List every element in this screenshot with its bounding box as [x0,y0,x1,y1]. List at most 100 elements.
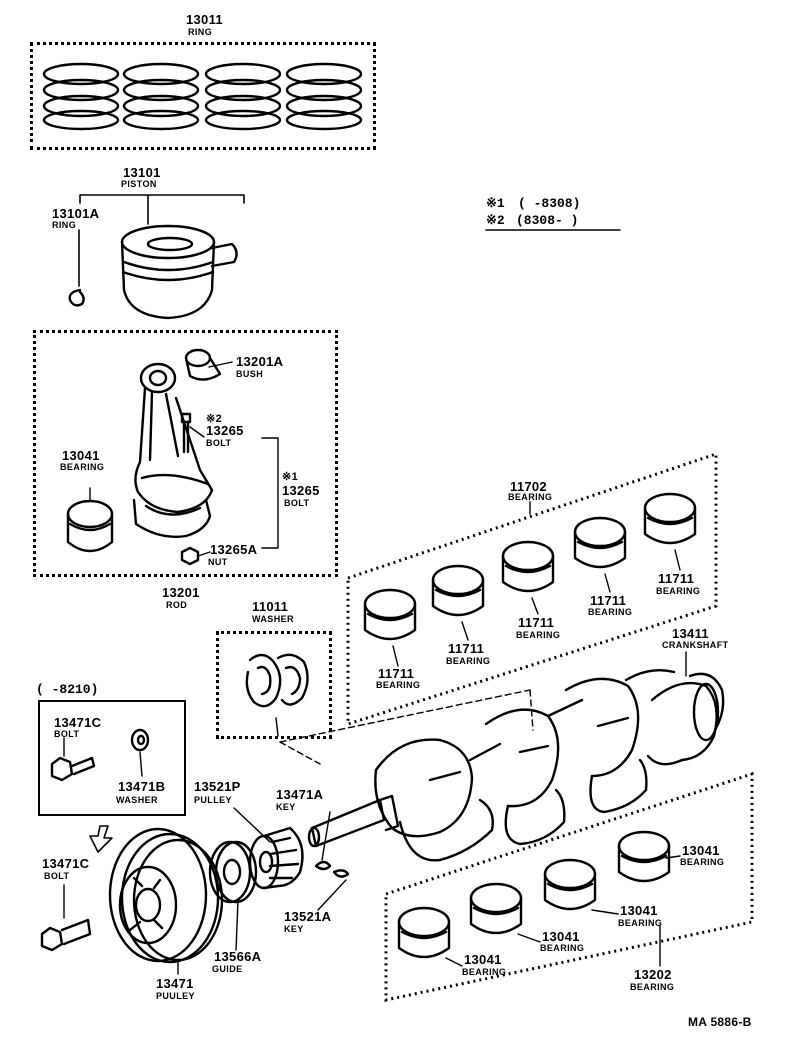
lower-bearing-1-number: 13041 [464,952,502,967]
main-bearing-1-number: 11711 [378,666,415,681]
timing-pulley-name: PULLEY [194,795,232,805]
piston-ring-number: 13101A [52,206,100,221]
piston-number: 13101 [123,165,161,180]
arrow-icon [89,825,113,853]
lower-bearing-group-name: BEARING [630,982,675,992]
washer-group-box [216,631,332,739]
main-bearing-2-name: BEARING [446,656,491,666]
rod-bearing-number: 13041 [62,448,100,463]
main-bearing-group-box [346,451,718,727]
bolt-mark1-name: BOLT [284,498,310,508]
early-kit-box [38,700,186,816]
lower-bearing-group-box [384,771,754,1002]
key-a-icon [314,860,332,871]
timing-pulley-number: 13521P [194,779,241,794]
bolt-mark1-number: 13265 [282,483,320,498]
crank-pulley-number: 13471 [156,976,194,991]
kit-washer-number: 13471B [118,779,166,794]
rod-nut-icon [180,546,200,566]
key-a-number: 13471A [276,787,324,802]
key-b-number: 13521A [284,909,332,924]
bolt-mark1: ※1 [282,471,299,483]
nut-number: 13265A [210,542,258,557]
kit-bolt-name: BOLT [54,729,80,739]
main-bearing-3-name: BEARING [516,630,561,640]
crank-pulley-name: PUULEY [156,991,195,1001]
kit-washer-name: WASHER [116,795,158,805]
note-mark1: ※1 [486,196,505,211]
main-bearing-4-number: 11711 [590,593,627,608]
bush-icon [184,348,222,381]
early-kit-range: ( -8210) [36,682,99,697]
lower-bearing-3-name: BEARING [618,918,663,928]
rod-number: 13201 [162,585,200,600]
lower-bearing-4-number: 13041 [682,843,720,858]
lower-bearing-1-name: BEARING [462,967,507,977]
bush-name: BUSH [236,369,264,379]
main-bearing-4-icon [573,516,627,569]
kit-washer-icon [130,728,150,752]
lower-bearing-3-icon [543,858,597,911]
washer-group-number: 11011 [252,599,289,614]
timing-pulley-icon [248,826,304,890]
lower-bearing-2-name: BEARING [540,943,585,953]
pulley-bolt-number: 13471C [42,856,90,871]
main-bearing-4-name: BEARING [588,607,633,617]
main-bearing-group-number: 11702 [510,479,547,494]
piston-ring-name: RING [52,220,77,230]
lower-bearing-group-number: 13202 [634,967,672,982]
piston-ring-set-3-icon [204,62,282,131]
kit-bolt-icon [50,756,96,782]
guide-number: 13566A [214,949,262,964]
main-bearing-5-icon [643,492,697,545]
diagram-id: MA 5886-B [688,1015,752,1029]
main-bearing-group-name: BEARING [508,492,553,502]
main-bearing-5-number: 11711 [658,571,695,586]
rod-bearing-icon [66,499,114,553]
key-b-icon [332,869,350,878]
piston-name: PISTON [121,179,157,189]
piston-icon [120,224,238,320]
note-mark2: ※2 [486,213,505,228]
key-b-name: KEY [284,924,304,934]
rod-bolt-icon [180,412,192,454]
washer-group-name: WASHER [252,614,294,624]
lower-bearing-4-icon [617,830,671,883]
bolt-mark2: ※2 [206,413,223,425]
lower-bearing-3-number: 13041 [620,903,658,918]
snap-ring-icon [68,288,85,307]
note-mark2-range: (8308- ) [516,213,579,228]
main-bearing-3-number: 11711 [518,615,555,630]
bolt-mark2-name: BOLT [206,438,232,448]
crankshaft-icon [307,669,725,862]
ring-group-name: RING [188,27,213,37]
rod-group-box [33,330,338,577]
lower-bearing-1-icon [397,906,451,959]
bolt-mark2-number: 13265 [206,423,244,438]
crankshaft-name: CRANKSHAFT [662,640,729,650]
note-mark1-range: ( -8308) [518,196,581,211]
main-bearing-1-icon [363,588,417,641]
kit-bolt-number: 13471C [54,715,102,730]
piston-ring-set-1-icon [42,62,120,131]
pulley-bolt-icon [40,918,92,952]
thrust-washer-icon [245,653,309,708]
main-bearing-1-name: BEARING [376,680,421,690]
crankshaft-number: 13411 [672,626,709,641]
lower-bearing-2-number: 13041 [542,929,580,944]
main-bearing-2-number: 11711 [448,641,485,656]
lower-bearing-4-name: BEARING [680,857,725,867]
pulley-bolt-name: BOLT [44,871,70,881]
piston-ring-set-2-icon [122,62,200,131]
rod-bearing-name: BEARING [60,462,105,472]
rod-name: ROD [166,600,188,610]
guide-name: GUIDE [212,964,243,974]
bush-number: 13201A [236,354,284,369]
ring-group-number: 13011 [186,12,223,27]
main-bearing-3-icon [501,540,555,593]
main-bearing-5-name: BEARING [656,586,701,596]
piston-ring-set-4-icon [285,62,363,131]
